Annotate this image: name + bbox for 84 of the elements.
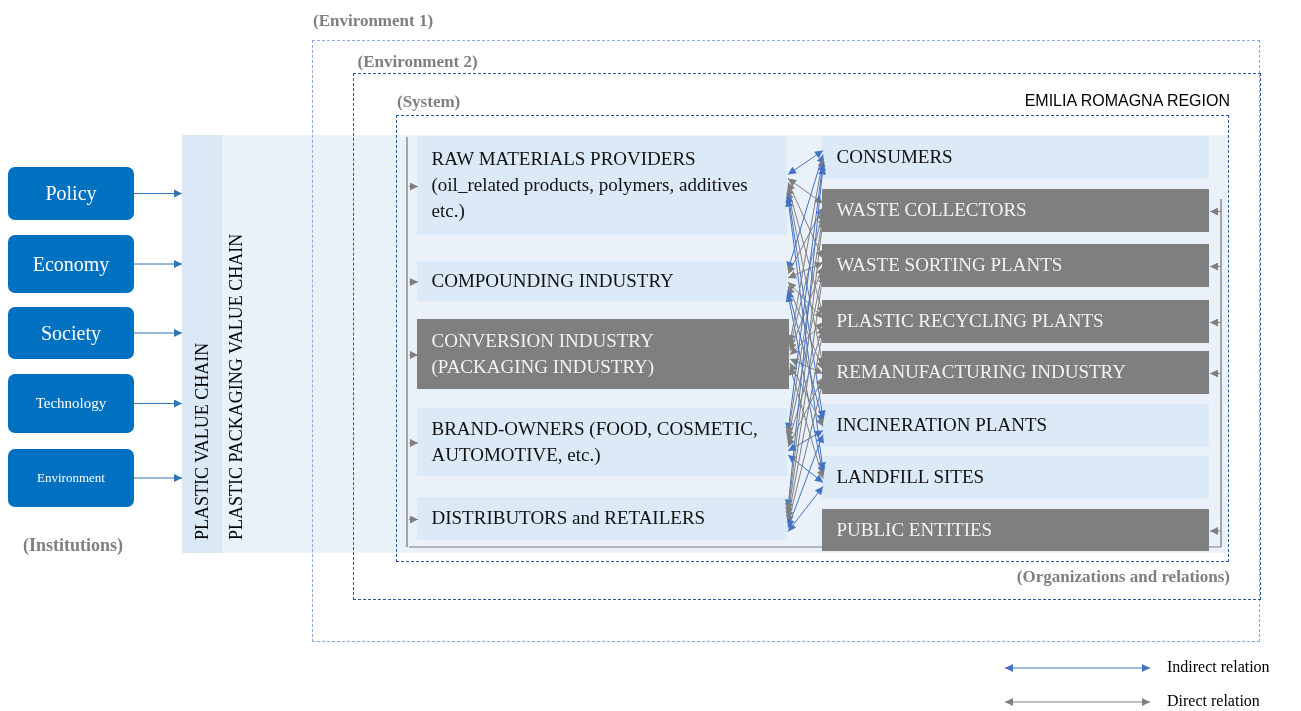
legend-label: Indirect relation [1167,658,1270,676]
box-label: Environment [37,470,105,486]
box-label: RAW MATERIALS PROVIDERS (oil_related products, polymers, additives etc.) [431,147,749,223]
process-box [416,318,789,389]
arrow [1209,207,1222,216]
process-box [821,135,1209,179]
arrow [787,454,824,483]
group-label: (Institutions) [23,535,124,556]
process-box [416,260,787,301]
process-box [416,135,787,235]
box-label: Policy [45,182,97,205]
arrow [787,178,824,204]
box-label: DISTRIBUTORS and RETAILERS [431,506,706,530]
rounded-box [8,374,134,433]
process-box [416,496,787,540]
box-label: WASTE COLLECTORS [836,198,1027,222]
rounded-box [8,167,134,220]
arrow [408,515,419,524]
arrow [787,207,824,275]
arrow [789,358,824,374]
box-label: CONSUMERS [836,145,953,169]
band-label: PLASTIC PACKAGING VALUE CHAIN [226,233,246,540]
arrow [787,262,824,279]
bracket-bar [1219,198,1222,547]
frame-heading: (System) [397,92,461,112]
arrow [786,289,825,423]
box-label: REMANUFACTURING INDUSTRY [836,360,1126,384]
arrow [133,474,183,482]
box-label: BRAND-OWNERS (FOOD, COSMETIC, AUTOMOTIVE, etc.) [431,416,759,467]
band [222,135,406,553]
process-box [821,188,1209,232]
arrow [408,182,419,191]
bracket-bar [405,136,408,547]
arrow [787,486,824,532]
arrow [787,434,824,528]
process-box [416,407,787,476]
arrow [789,362,824,427]
legend-label: Direct relation [1167,692,1260,710]
process-box [821,403,1209,447]
arrow [789,266,824,352]
arrow [408,351,419,359]
arrow [788,366,825,479]
arrow [133,189,183,198]
arrow [133,260,183,268]
arrow [1209,527,1222,535]
arrow [1209,262,1222,271]
band [182,135,222,553]
frame-heading: (Environment 2) [357,51,478,72]
band-label: PLASTIC VALUE CHAIN [192,342,212,540]
arrow [1209,369,1222,378]
process-box [821,455,1209,499]
frame-heading: EMILIA ROMAGNA REGION [1024,92,1230,110]
box-label: PUBLIC ENTITIES [836,517,993,542]
process-box [821,243,1209,287]
rounded-box [8,307,134,359]
arrow [787,430,824,452]
box-label: Society [41,321,101,345]
arrow [787,377,824,448]
arrow [408,278,419,286]
frame-heading: (Environment 1) [313,11,434,31]
box-label: WASTE SORTING PLANTS [836,253,1063,277]
process-box [821,299,1209,343]
arrow [787,281,824,319]
box-label: LANDFILL SITES [836,465,985,489]
frame-caption: (Organizations and relations) [1016,567,1230,587]
box-label: Technology [35,395,107,412]
arrow [408,439,419,447]
arrow [1209,318,1222,327]
arrow [786,186,825,315]
rounded-box [8,449,134,507]
box-label: COMPOUNDING INDUSTRY [431,268,674,293]
arrow [789,322,824,356]
arrow [133,399,183,408]
box-label: INCINERATION PLANTS [836,413,1048,437]
arrow [787,285,824,370]
process-box [821,508,1209,551]
rounded-box [8,235,134,293]
box-label: PLASTIC RECYCLING PLANTS [836,309,1104,333]
arrow [787,182,824,259]
process-box [821,350,1209,394]
box-label: Economy [32,252,110,276]
arrow [787,150,824,175]
box-label: CONVERSION INDUSTRY (PACKAGING INDUSTRY) [431,328,656,379]
arrow [133,329,183,337]
